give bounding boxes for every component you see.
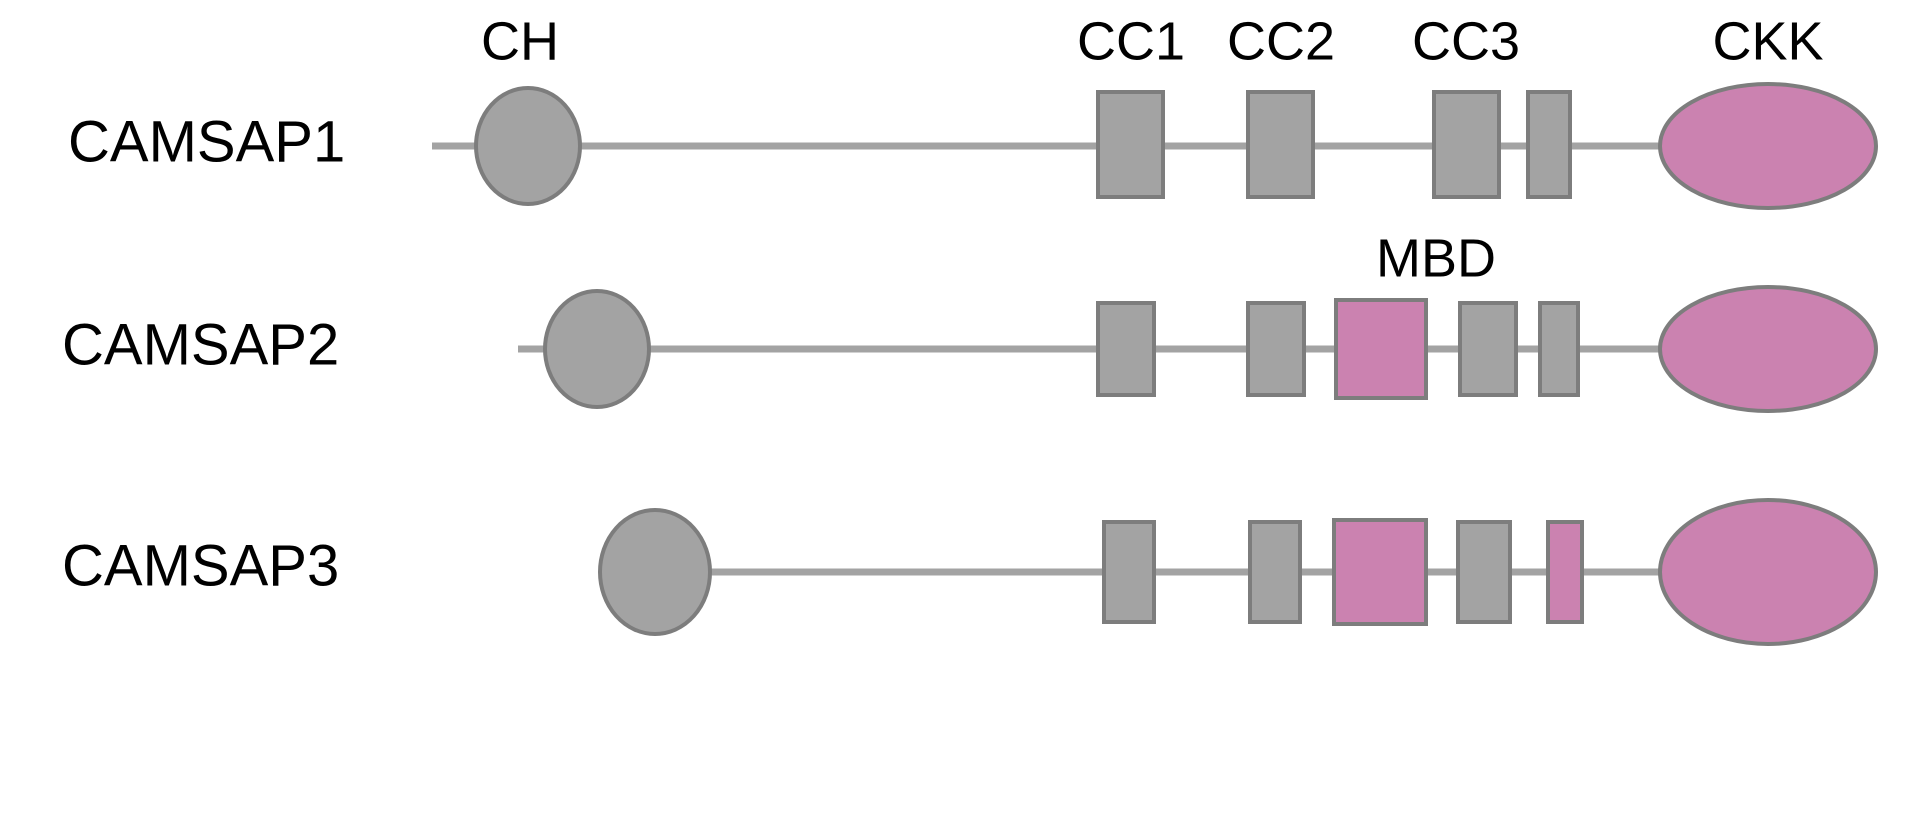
protein-name-label: CAMSAP2	[62, 312, 339, 377]
cc2-box	[1246, 90, 1315, 199]
cc1-box	[1102, 520, 1156, 624]
cc3b-box	[1526, 90, 1572, 199]
cc2-box	[1246, 301, 1306, 397]
label-ch: CH	[481, 11, 559, 71]
protein-row-camsap1: CAMSAP1	[68, 82, 1878, 210]
cc3-box	[1458, 301, 1518, 397]
label-cc3: CC3	[1412, 11, 1520, 71]
ch-domain-ellipse	[543, 289, 651, 409]
label-mbd: MBD	[1376, 228, 1496, 288]
ckk-domain-ellipse	[1658, 82, 1878, 210]
protein-row-camsap2: CAMSAP2	[62, 285, 1878, 413]
label-cc2: CC2	[1227, 11, 1335, 71]
mbd-box	[1334, 298, 1428, 400]
mbd-box	[1332, 518, 1428, 626]
cc3-box	[1456, 520, 1512, 624]
cc2-box	[1248, 520, 1302, 624]
protein-row-camsap3: CAMSAP3	[62, 498, 1878, 646]
ch-domain-ellipse	[598, 508, 712, 636]
cc3-box	[1432, 90, 1501, 199]
ckk-domain-ellipse	[1658, 285, 1878, 413]
cc3b-box	[1546, 520, 1584, 624]
domain-labels-layer: CH CC1 CC2 CC3 CKK MBD	[481, 11, 1824, 288]
label-cc1: CC1	[1077, 11, 1185, 71]
cc3b-box	[1538, 301, 1580, 397]
cc1-box	[1096, 90, 1165, 199]
label-ckk: CKK	[1712, 11, 1823, 71]
protein-name-label: CAMSAP1	[68, 109, 345, 174]
ch-domain-ellipse	[474, 86, 582, 206]
protein-name-label: CAMSAP3	[62, 533, 339, 598]
ckk-domain-ellipse	[1658, 498, 1878, 646]
cc1-box	[1096, 301, 1156, 397]
